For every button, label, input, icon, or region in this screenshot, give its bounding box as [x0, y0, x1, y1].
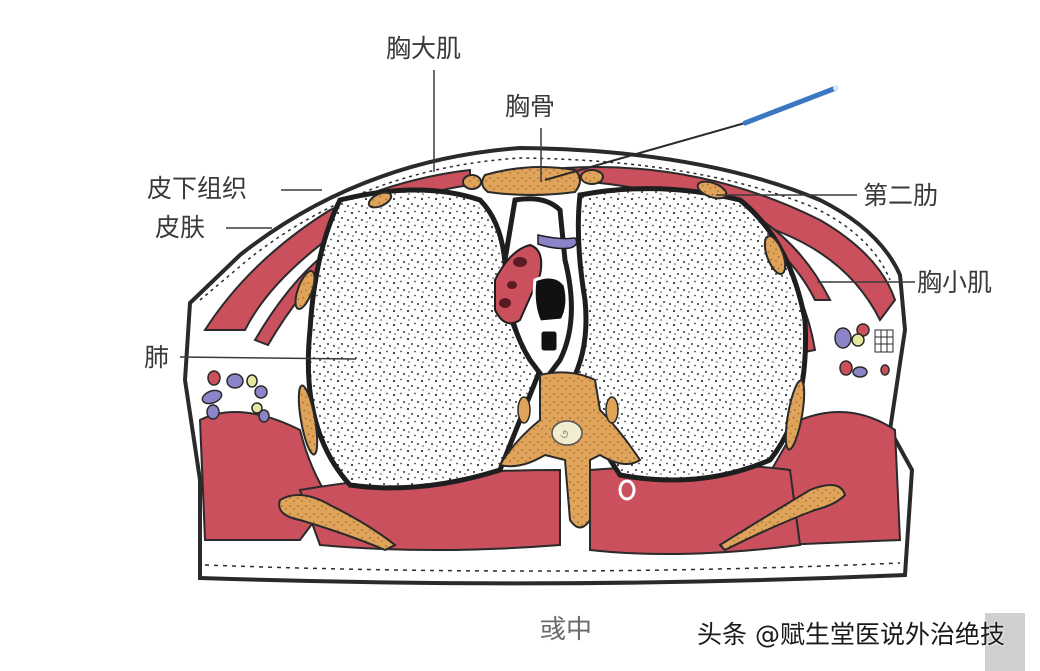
sternum-bone: [481, 165, 581, 196]
right-costal-cartilage: [580, 169, 604, 185]
needle-handle: [742, 85, 839, 126]
left-posterior-rib: [278, 494, 397, 552]
left-lung: [305, 187, 543, 491]
lungs: [305, 186, 809, 491]
right-lateral-rib: [763, 235, 787, 275]
label-sternum: 胸骨: [505, 92, 556, 121]
leader-lines: [179, 70, 915, 360]
label-second-rib: 第二肋: [863, 181, 939, 210]
posterior-skin-texture: [204, 562, 901, 572]
left-axillary-vessels: [201, 370, 270, 423]
label-pectoralis-major: 胸大肌: [386, 34, 462, 63]
watermark-background: [985, 613, 1025, 671]
acupuncture-needle: [544, 85, 839, 181]
label-subcutaneous-tissue: 皮下组织: [147, 174, 248, 203]
right-axillary-vessels: [834, 323, 894, 378]
vertebra: ૭: [498, 371, 642, 529]
needle-shaft: [544, 122, 746, 181]
left-costal-cartilage: [462, 174, 482, 190]
spinal-cord: [551, 420, 583, 446]
left-upper-rib: [367, 191, 393, 209]
label-skin: 皮肤: [155, 213, 206, 242]
trachea: [532, 275, 569, 324]
label-lung: 肺: [144, 343, 170, 372]
figure-caption: 彧中: [540, 615, 593, 645]
right-posterior-rib: [718, 484, 847, 552]
right-posterior-rib-side: [784, 379, 806, 451]
leader-lung: [179, 356, 357, 360]
label-pectoralis-minor: 胸小肌: [917, 268, 993, 297]
left-lateral-rib: [294, 270, 316, 310]
right-lung: [567, 186, 809, 483]
svg-text:૭: ૭: [560, 427, 568, 441]
esophagus: [538, 328, 560, 354]
watermark-text: 头条 @赋生堂医说外治绝技: [697, 620, 1005, 649]
left-posterior-rib-side: [297, 384, 319, 456]
ribs: [278, 169, 847, 552]
mediastinum: [494, 196, 578, 385]
brachiocephalic-vein: [537, 234, 578, 250]
brachial-plexus-grid: [874, 329, 894, 353]
